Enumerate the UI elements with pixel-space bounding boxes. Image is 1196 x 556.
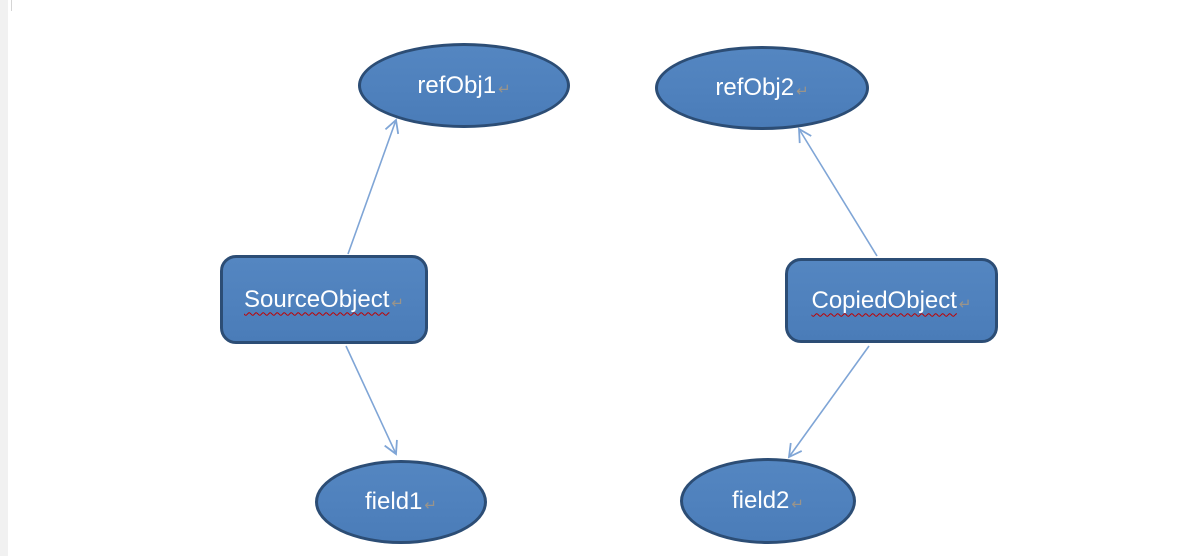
line-break-mark: ↵	[391, 294, 404, 312]
node-refobj2-label: refObj2	[715, 74, 795, 101]
node-copiedobject-label: CopiedObject	[811, 286, 957, 314]
connector-copiedobject-to-refobj2[interactable]	[798, 127, 878, 257]
node-sourceobject[interactable]: SourceObject ↵	[220, 255, 428, 344]
node-field2-label: field2	[732, 487, 790, 514]
node-copiedobject[interactable]: CopiedObject ↵	[785, 258, 998, 343]
node-field1[interactable]: field1 ↵	[315, 460, 487, 544]
node-field2[interactable]: field2 ↵	[680, 458, 856, 544]
node-refobj2[interactable]: refObj2 ↵	[655, 46, 869, 130]
left-gutter-strip	[0, 0, 8, 556]
text-cursor-artifact	[11, 0, 12, 11]
connector-copiedobject-to-field2[interactable]	[787, 345, 870, 459]
node-field1-label: field1	[365, 488, 423, 515]
line-break-mark: ↵	[424, 497, 437, 514]
line-break-mark: ↵	[958, 295, 972, 313]
node-refobj1-label: refObj1	[417, 71, 497, 99]
line-break-mark: ↵	[791, 496, 804, 513]
line-break-mark: ↵	[498, 80, 511, 98]
node-refobj1[interactable]: refObj1 ↵	[358, 43, 570, 128]
line-break-mark: ↵	[796, 83, 809, 100]
connector-sourceobject-to-refobj1[interactable]	[347, 118, 400, 255]
node-sourceobject-label: SourceObject	[244, 285, 390, 313]
connector-sourceobject-to-field1[interactable]	[345, 345, 398, 456]
